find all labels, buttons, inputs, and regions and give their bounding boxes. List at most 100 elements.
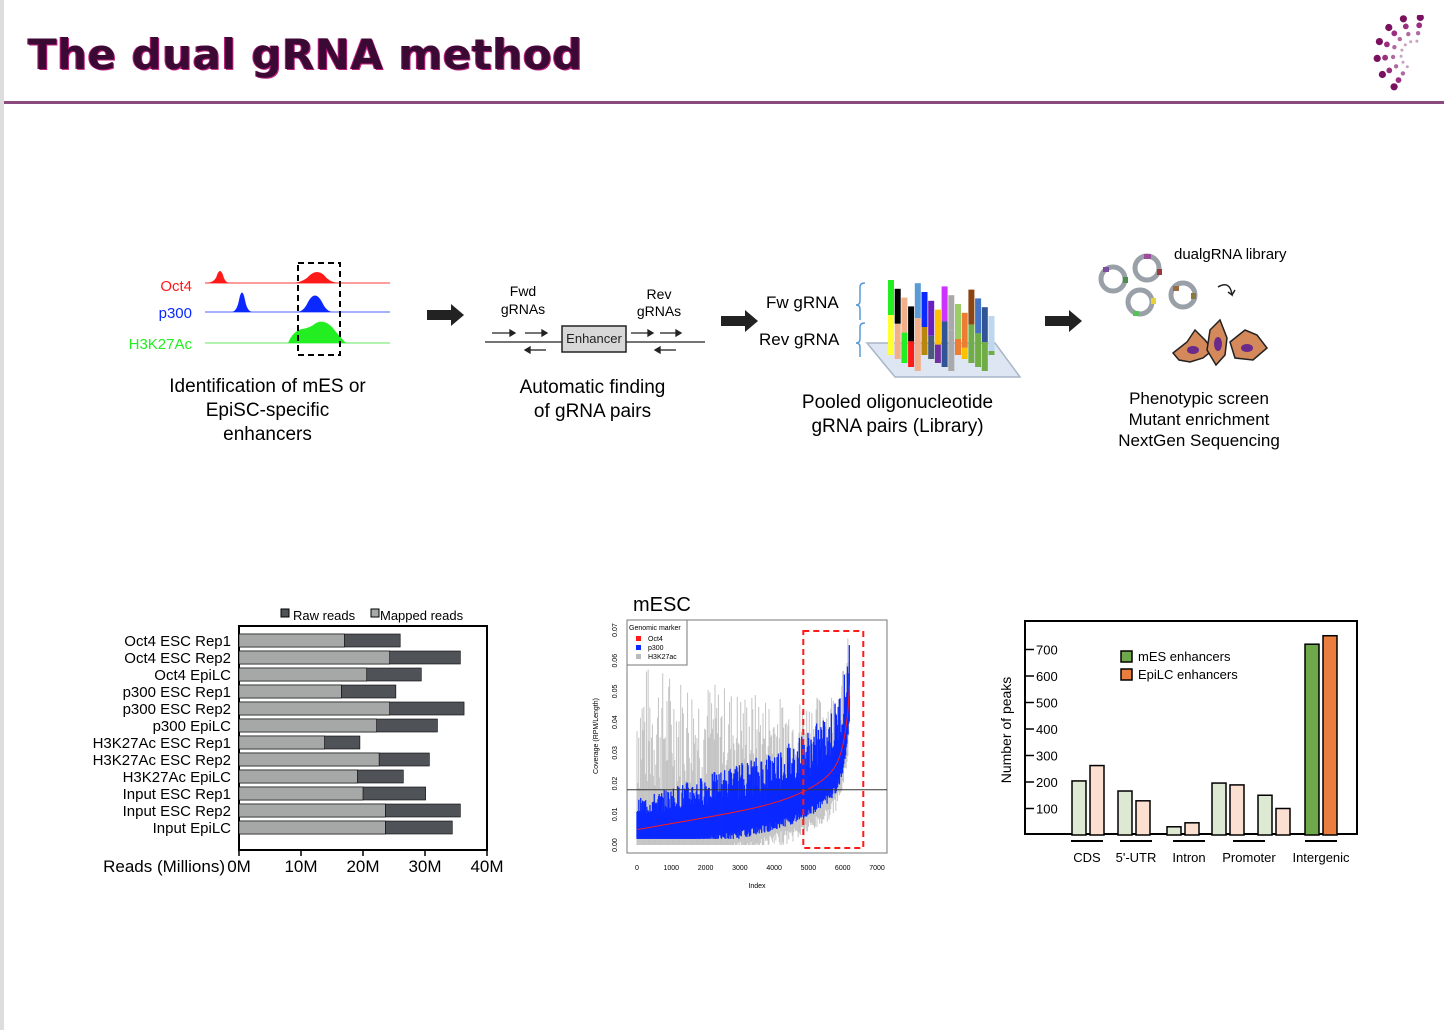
logo-dot [1386,67,1393,74]
caption-line: NextGen Sequencing [1118,431,1280,450]
bar-epilc [1275,807,1291,836]
legend-swatch-epilc [1120,668,1133,681]
x-tick-label: 20M [346,857,379,876]
bar-mapped-reads [238,633,345,648]
category-label: Intron [1172,850,1205,865]
category-label: Oct4 ESC Rep1 [124,633,231,650]
y-tick-label: 500 [1036,696,1058,711]
category-label: Input EpiLC [153,820,232,837]
y-tick-label: 0.05 [612,685,619,699]
category-label: H3K27Ac ESC Rep2 [93,752,231,769]
logo-dot [1416,22,1423,29]
category-label: Input ESC Rep2 [123,803,231,820]
bar-mapped-reads [238,786,364,801]
oligo-rev-segment [888,315,894,355]
logo-dot [1401,60,1405,64]
bar-mapped-reads [238,667,368,682]
logo-dot [1393,64,1399,69]
category-label: H3K27Ac EpiLC [123,769,232,786]
logo-dot [1399,15,1407,23]
logo-dot [1415,39,1419,43]
category-label: p300 ESC Rep1 [123,684,231,701]
logo-dot [1375,38,1383,46]
step1-caption: Identification of mES or EpiSC-specific … [140,375,395,447]
logo-dot [1409,40,1413,44]
logo-dot [1395,77,1402,83]
oligo-fw-segment [901,297,908,333]
logo-dot [1390,83,1398,91]
legend-label: Oct4 [648,636,663,643]
title-rule [4,101,1444,104]
oligo-fw-segment [914,283,921,319]
bar-mapped-reads [238,718,377,733]
step2-caption: Automatic finding of gRNA pairs [480,376,705,424]
logo-dot [1400,71,1406,76]
oligo-fw-segment [968,289,975,325]
oct4-curve [636,685,851,831]
logo-dot [1392,45,1397,50]
track-label-oct4: Oct4 [160,278,192,295]
logo-dot [1405,65,1409,69]
x-axis-label: Index [748,883,766,890]
step4-caption: Phenotypic screen Mutant enrichment Next… [1085,388,1313,451]
x-tick-label: 2000 [698,865,714,872]
x-tick-label: 40M [470,857,503,876]
bar-epilc [1135,800,1151,836]
caption-line: Mutant enrichment [1128,410,1270,429]
oligo-rev-segment [948,330,955,371]
logo-dot [1391,30,1398,37]
x-tick-label: 0M [227,857,251,876]
y-tick-label: 0.03 [612,746,619,760]
x-tick-label: 3000 [732,865,748,872]
bar-epilc [1089,764,1105,836]
grna-pair-diagram: Enhancer Fwd gRNAs Rev gRNAs [485,283,705,355]
fwd-label: Fwd [510,283,536,299]
caption-line: enhancers [223,424,312,445]
bar-mes [1166,826,1182,836]
bar-mes [1117,790,1133,836]
bar-epilc [1322,634,1338,836]
legend-swatch [636,645,641,650]
logo-dot [1382,54,1388,61]
legend-title: Genomic marker [629,625,681,632]
slide-edge [0,0,4,1030]
oligo-fw-segment [908,306,915,342]
y-tick-label: 600 [1036,669,1058,684]
oligo-fw-segment [961,312,968,348]
caption-line: Pooled oligonucleotide [801,392,994,413]
bar-mes [1071,780,1087,836]
logo-dot [1397,36,1402,42]
y-tick-label: 0.06 [612,654,619,668]
y-tick-label: 0.02 [612,777,619,791]
legend-swatch [636,654,641,659]
logo-dot [1400,48,1404,52]
plasmid-icon [1132,253,1162,283]
category-label: Oct4 ESC Rep2 [124,650,231,667]
enhancer-label: Enhancer [566,331,622,346]
category-label: Oct4 EpiLC [154,667,231,684]
oligo-rev-segment [934,344,941,363]
x-tick-label: 4000 [766,865,782,872]
oligo-rev-segment [914,318,921,371]
oligo-rev-segment [961,347,968,359]
legend-label: Raw reads [293,608,356,623]
logo-dots-icon [1373,15,1424,91]
category-label: Input ESC Rep1 [123,786,231,803]
oligo-fw-segment [928,300,935,336]
logo-dot [1390,54,1396,60]
oligo-rev-segment [975,333,982,367]
y-axis-label: Number of peaks [998,677,1014,784]
logo-dot [1402,23,1409,30]
x-tick-label: 6000 [835,865,851,872]
y-tick-label: 0.00 [612,838,619,852]
x-axis-label: Reads (Millions) [103,857,225,876]
category-label: CDS [1073,850,1101,865]
bar-mapped-reads [238,769,358,784]
y-tick-label: 300 [1036,749,1058,764]
caption-line: Identification of mES or [169,376,366,397]
logo-dot [1403,43,1407,47]
oligo-fw-segment [975,298,982,334]
bar-mes [1257,794,1273,836]
